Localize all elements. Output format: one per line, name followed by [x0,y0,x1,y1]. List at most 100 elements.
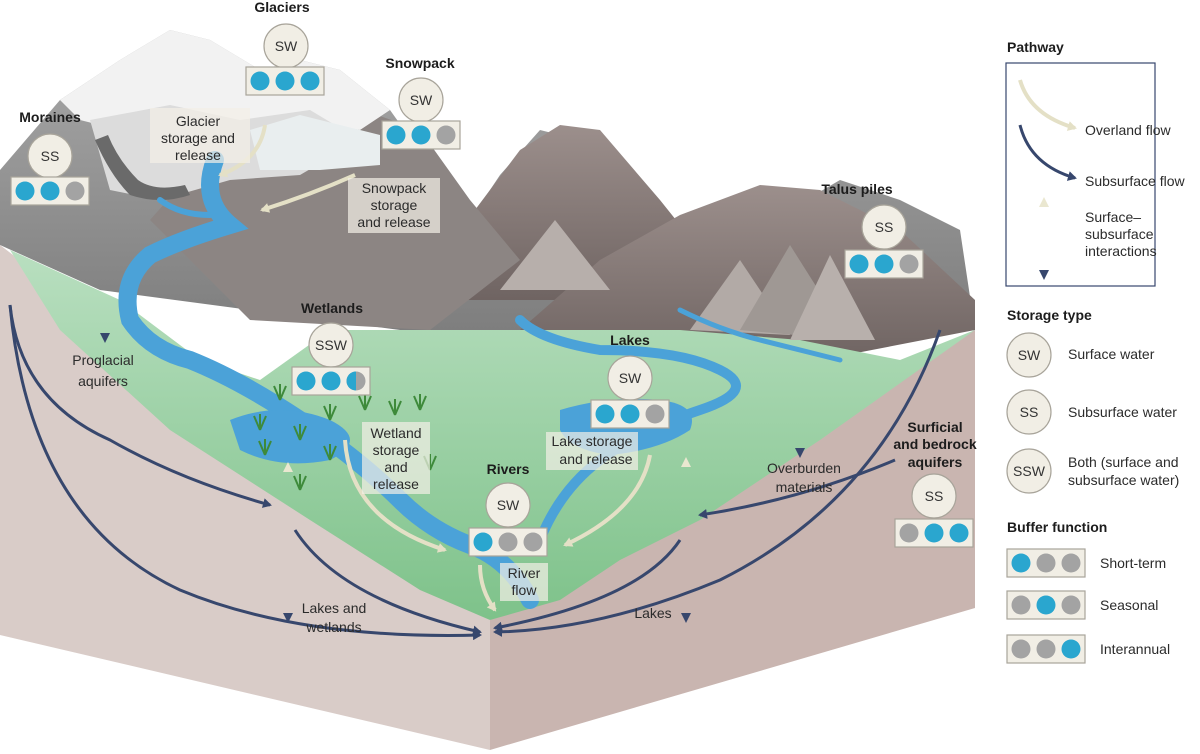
buffer-strip-glaciers-dot-3 [300,71,320,91]
badge-rivers: SW [468,482,548,557]
buffer-strip-rivers [468,527,548,557]
buffer-strip-talus [844,249,924,279]
title-aquifers-1: Surficial [907,419,962,435]
buffer-strip-moraines [10,176,90,206]
title-aquifers-2: and bedrock [893,436,976,452]
label-river-flow-1: River [508,565,541,581]
component-badges: SW SW SS SS SSW SW SW SS [10,23,974,557]
storage-type-rivers: SW [497,497,520,513]
buffer-strip-rivers-dot-1 [473,532,493,552]
buffer-strip-aquifers-dot-2 [924,523,944,543]
legend-buffer-label-1: Short-term [1100,555,1166,571]
interaction-arrowheads [100,333,805,623]
buffer-strip-moraines-dot-2 [40,181,60,201]
legend-interaction-head-down [1039,270,1049,280]
buffer-strip-glaciers-dot-1 [250,71,270,91]
buffer-strip-snowpack-dot-3 [436,125,456,145]
badge-glaciers: SW [245,23,325,96]
component-titles: Glaciers Snowpack Moraines Talus piles W… [19,0,977,477]
legend-buffer-strip-2-dot-3 [1061,595,1081,615]
badge-snowpack: SW [381,77,461,150]
buffer-strip-wetlands-dot-2 [321,371,341,391]
buffer-strip-rivers-dot-3 [523,532,543,552]
label-river-flow-2: flow [512,582,538,598]
label-snowpack-storage-2: storage [371,197,418,213]
process-labels: Glacier storage and release Snowpack sto… [72,113,841,635]
buffer-strip-snowpack [381,120,461,150]
title-talus-piles: Talus piles [821,181,893,197]
valley-floor [10,250,975,620]
legend-storage-sw: SW Surface water [1006,332,1155,378]
legend-interaction-label-2: subsurface [1085,226,1154,242]
buffer-strip-lakes [590,399,670,429]
legend-subsurface-label: Subsurface flow [1085,173,1185,189]
buffer-strip-moraines-dot-3 [65,181,85,201]
label-wetland-storage-4: release [373,476,419,492]
label-lake-storage-1: Lake storage [552,433,633,449]
legend-buffer-strip-3-dot-3 [1061,639,1081,659]
legend-buffer-strip-2 [1006,590,1086,620]
legend-buffer-label-3: Interannual [1100,641,1170,657]
legend-buffer-strip-1-dot-1 [1011,553,1031,573]
label-lake-storage-2: and release [559,451,632,467]
interaction-arrows [103,210,802,615]
buffer-strip-lakes-dot-3 [645,404,665,424]
storage-circle-talus [861,204,907,250]
buffer-strip-lakes-dot-2 [620,404,640,424]
label-glacier-storage-2: storage and [161,130,235,146]
buffer-strip-wetlands-dot-3 [346,371,366,391]
legend-buffer-strip-3-dot-2 [1036,639,1056,659]
label-overburden-1: Overburden [767,460,841,476]
legend-buffer-strip-2-dot-2 [1036,595,1056,615]
buffer-strip-wetlands [291,366,371,396]
badge-lakes: SW [590,355,670,429]
label-glacier-storage-3: release [175,147,221,163]
legend-buffer-title: Buffer function [1007,519,1107,535]
title-lakes: Lakes [610,332,650,348]
label-lakes-wetlands-2: wetlands [305,619,361,635]
legend-storage-ssw-label-1: Both (surface and [1068,454,1179,470]
buffer-strip-glaciers [245,66,325,96]
buffer-strip-lakes-dot-1 [595,404,615,424]
buffer-strip-rivers-dot-2 [498,532,518,552]
legend-pathway-box [1005,62,1156,287]
legend-buffer-short-term: Short-term [1006,548,1166,578]
buffer-strip-moraines-dot-1 [15,181,35,201]
storage-type-wetlands: SSW [315,337,348,353]
legend-storage-sw-code: SW [1018,347,1041,363]
buffer-strip-snowpack-dot-2 [411,125,431,145]
label-wetland-storage-3: and [384,459,407,475]
badge-talus: SS [844,204,924,279]
badge-wetlands: SSW [291,322,371,396]
interaction-arrowheads-up [283,457,691,472]
legend-storage-ss-code: SS [1020,404,1039,420]
moraine-rocks [95,135,190,200]
storage-circle-aquifers [911,473,957,519]
legend-buffer-strip-3-dot-1 [1011,639,1031,659]
storage-type-aquifers: SS [925,488,944,504]
buffer-strip-snowpack-dot-1 [386,125,406,145]
buffer-strip-talus-dot-2 [874,254,894,274]
storage-type-snowpack: SW [410,92,433,108]
storage-circle-rivers [485,482,531,528]
legend-buffer-strip-1-dot-2 [1036,553,1056,573]
legend-overland-arrow [1018,79,1077,131]
legend-buffer-strip-1 [1006,548,1086,578]
badge-moraines: SS [10,133,90,206]
buffer-strip-aquifers-dot-3 [949,523,969,543]
title-snowpack: Snowpack [385,55,454,71]
legend-storage-sw-label: Surface water [1068,346,1155,362]
legend-buffer-label-2: Seasonal [1100,597,1158,613]
buffer-strip-wetlands-dot-1 [296,371,316,391]
title-wetlands: Wetlands [301,300,363,316]
legend-buffer-strip-1-dot-3 [1061,553,1081,573]
legend-storage-ssw-code: SSW [1013,463,1046,479]
legend-storage-ssw: SSW Both (surface and subsurface water) [1006,448,1179,494]
label-wetland-storage-2: storage [373,442,420,458]
legend-buffer-interannual: Interannual [1006,634,1170,664]
legend-overland-label: Overland flow [1085,122,1171,138]
title-aquifers-3: aquifers [908,454,963,470]
legend-storage-ssw-label-2: subsurface water) [1068,472,1179,488]
